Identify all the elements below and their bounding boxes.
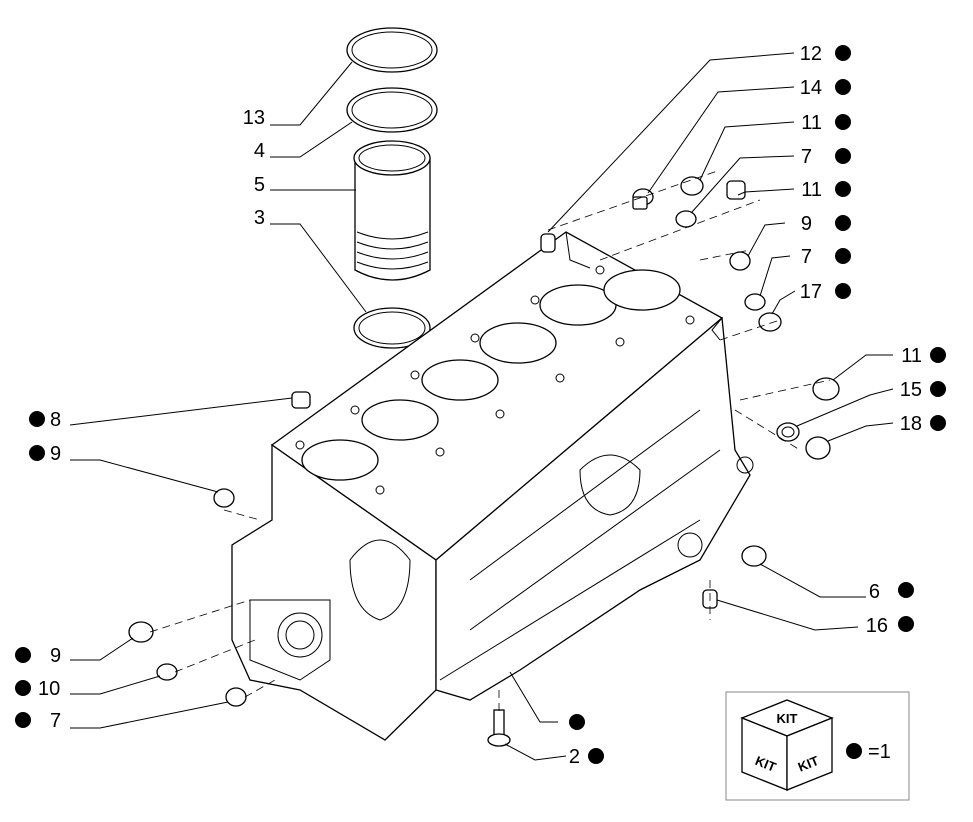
kit-dot-marker	[835, 283, 851, 299]
plug-9-c	[128, 621, 154, 643]
kit-dot-marker	[835, 114, 851, 130]
cylinder-liner-5	[353, 140, 431, 281]
kit-top-label: KIT	[777, 711, 798, 726]
callout-label: 9	[50, 443, 61, 465]
engine-block	[231, 231, 754, 741]
kit-dot-marker	[15, 647, 31, 663]
kit-dot-marker	[930, 381, 946, 397]
kit-dot-marker	[835, 79, 851, 95]
kit-left-label: KIT	[753, 753, 778, 775]
plug-9-b	[213, 488, 235, 508]
callout-label: 2	[569, 746, 580, 768]
callout-label: 7	[801, 246, 812, 268]
kit-dot-marker	[15, 680, 31, 696]
callout-label: 6	[869, 581, 880, 603]
plug-18	[805, 436, 831, 460]
kit-dot-marker	[835, 45, 851, 61]
callout-labels: 12 14 11 7 11 9 7 17 11 15 18 6 16 2 13 4 5 3 8 9 9 10 7	[15, 43, 946, 768]
plug-17	[758, 312, 782, 332]
kit-dot-marker	[15, 712, 31, 728]
kit-legend: KIT KIT KIT =1	[725, 691, 910, 801]
kit-dot-marker	[29, 445, 45, 461]
dowel-7-c	[225, 687, 247, 707]
dowel-10	[156, 663, 178, 681]
kit-dot-marker	[898, 582, 914, 598]
callout-label: 12	[800, 43, 822, 65]
kit-dot-marker	[835, 148, 851, 164]
plug-11-b	[726, 180, 746, 200]
callout-label: 18	[900, 413, 922, 435]
kit-dot-marker	[569, 714, 585, 730]
callout-label: 8	[50, 409, 61, 431]
screw-2	[487, 709, 511, 747]
callout-label: 10	[38, 678, 60, 700]
kit-dot-marker	[29, 411, 45, 427]
washer-15	[776, 422, 800, 442]
plug-11-c	[812, 377, 840, 401]
callout-label: 5	[254, 174, 265, 196]
callout-label: 16	[866, 615, 888, 637]
seal-ring-4	[346, 87, 438, 133]
plug-12	[540, 233, 556, 253]
kit-cube-icon: KIT KIT KIT	[740, 699, 834, 791]
callout-label: 7	[50, 710, 61, 732]
kit-legend-dot	[846, 743, 862, 759]
seal-ring-13	[346, 27, 438, 73]
kit-dot-marker	[835, 181, 851, 197]
plug-6	[741, 545, 767, 567]
callout-label: 17	[800, 281, 822, 303]
leader-lines	[69, 52, 894, 761]
plug-9-a	[729, 251, 751, 271]
kit-dot-marker	[835, 215, 851, 231]
kit-right-label: KIT	[796, 753, 821, 775]
callout-label: 3	[254, 207, 265, 229]
kit-dot-marker	[930, 347, 946, 363]
seal-ring-3	[353, 307, 431, 349]
kit-legend-equation: =1	[868, 741, 891, 763]
callout-label: 4	[254, 140, 265, 162]
callout-label: 7	[801, 146, 812, 168]
dowel-8	[291, 391, 311, 409]
assembly-axes	[149, 169, 831, 712]
callout-label: 14	[800, 77, 822, 99]
dowel-7-b	[744, 293, 766, 311]
callout-label: 11	[801, 179, 822, 201]
callout-label: 9	[801, 213, 812, 235]
kit-dot-marker	[588, 748, 604, 764]
callout-label: 9	[50, 645, 61, 667]
kit-dot-marker	[930, 415, 946, 431]
kit-dot-marker	[898, 616, 914, 632]
kit-dot-marker	[835, 248, 851, 264]
dowel-7-a	[675, 210, 697, 228]
callout-label: 15	[900, 379, 922, 401]
callout-label: 11	[901, 345, 922, 367]
callout-label: 13	[243, 107, 265, 129]
callout-label: 11	[801, 112, 822, 134]
